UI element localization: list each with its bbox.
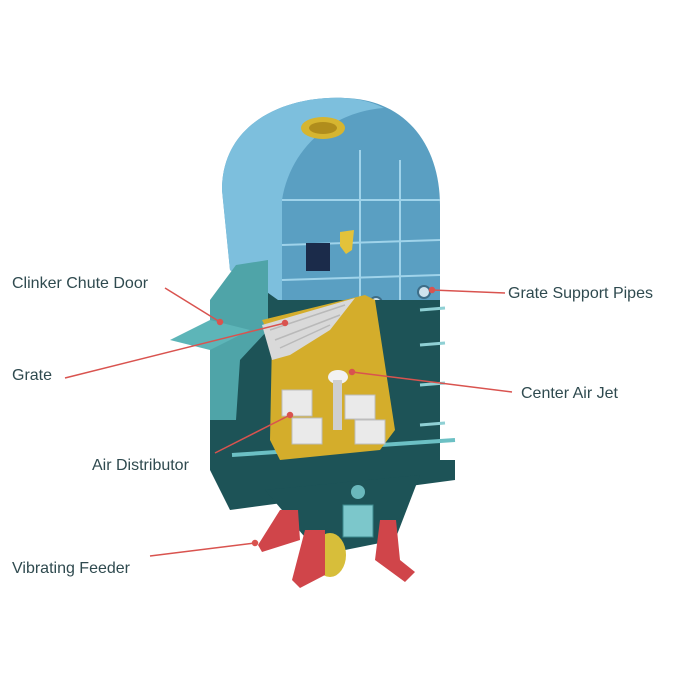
inner-chamber (262, 295, 395, 460)
label-grate-support-pipes: Grate Support Pipes (508, 285, 653, 302)
label-clinker-chute-door: Clinker Chute Door (12, 275, 149, 292)
leader-lines (64, 286, 513, 557)
label-air-distributor: Air Distributor (92, 457, 189, 474)
label-grate: Grate (12, 367, 53, 384)
label-vibrating-feeder: Vibrating Feeder (12, 560, 130, 577)
label-center-air-jet: Center Air Jet (521, 385, 618, 402)
vibrating-feeder-shapes (258, 510, 415, 588)
upper-housing (222, 97, 441, 310)
